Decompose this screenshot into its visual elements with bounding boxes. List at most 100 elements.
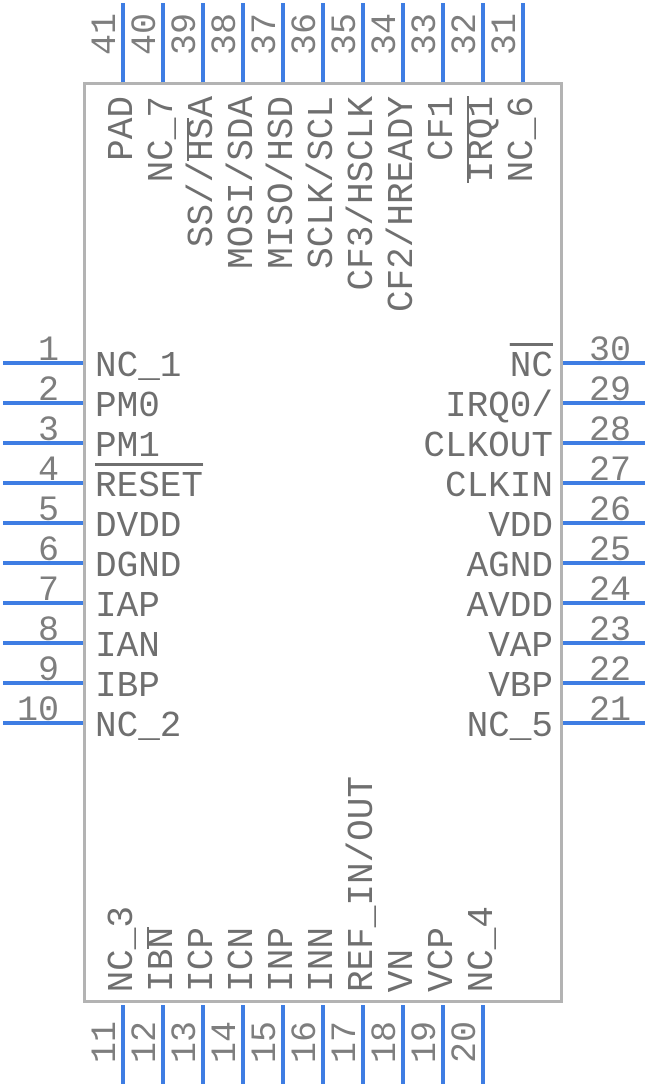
pin-number-24: 24 (589, 571, 632, 611)
pin-line-14 (240, 1005, 246, 1084)
pin-label-35: CF3/HSCLK (342, 96, 383, 291)
pin-label-40: NC_7 (142, 96, 183, 183)
pin-line-22 (563, 680, 645, 686)
pin-label-26: VDD (488, 506, 553, 547)
pin-number-21: 21 (589, 691, 632, 731)
pin-line-13 (200, 1005, 206, 1084)
pin-number-4: 4 (37, 451, 59, 491)
pin-number-39: 39 (166, 13, 206, 56)
pin-line-27 (563, 480, 645, 486)
pin-label-22: VBP (488, 666, 553, 707)
pin-line-8 (3, 640, 83, 646)
pin-number-16: 16 (286, 1021, 326, 1064)
pin-number-30: 30 (589, 331, 632, 371)
pin-line-21 (563, 720, 645, 726)
pin-label-36: SCLK/SCL (302, 96, 343, 269)
pin-label-29: IRQ0/ (444, 386, 553, 427)
pin-label-10: NC_2 (95, 706, 182, 747)
pin-line-36 (320, 3, 326, 82)
pin-label-16: INN (302, 927, 343, 992)
pin-line-39 (200, 3, 206, 82)
pin-line-33 (440, 3, 446, 82)
pin-line-12 (160, 1005, 166, 1084)
pin-label-23: VAP (488, 626, 553, 667)
pin-number-38: 38 (206, 13, 246, 56)
pin-label-32: IRQ1 (462, 96, 503, 183)
pin-label-21: NC_5 (466, 706, 553, 747)
pin-number-26: 26 (589, 491, 632, 531)
overline-text: RESET (95, 466, 204, 507)
pin-line-35 (360, 3, 366, 82)
pin-line-38 (240, 3, 246, 82)
pin-number-33: 33 (406, 13, 446, 56)
pin-number-18: 18 (366, 1021, 406, 1064)
pin-number-14: 14 (206, 1021, 246, 1064)
pin-line-3 (3, 440, 83, 446)
pin-line-19 (440, 1005, 446, 1084)
pin-line-17 (360, 1005, 366, 1084)
pin-line-10 (3, 720, 83, 726)
pin-label-overline-32 (466, 96, 469, 183)
pin-label-27: CLKIN (444, 466, 553, 507)
pin-line-23 (563, 640, 645, 646)
pin-line-11 (120, 1005, 126, 1084)
pin-line-34 (400, 3, 406, 82)
pin-label-2: PM0 (95, 386, 160, 427)
pin-line-29 (563, 400, 645, 406)
pin-line-31 (520, 3, 526, 82)
pin-number-35: 35 (326, 13, 366, 56)
pin-label-3: PM1 (95, 426, 160, 467)
pin-label-41: PAD (102, 96, 143, 161)
pin-number-41: 41 (86, 13, 126, 56)
pin-line-32 (480, 3, 486, 82)
pin-line-6 (3, 560, 83, 566)
pin-number-13: 13 (166, 1021, 206, 1064)
pin-label-25: AGND (466, 546, 553, 587)
pin-label-30: NC (510, 349, 553, 385)
pin-line-15 (280, 1005, 286, 1084)
pin-line-16 (320, 1005, 326, 1084)
pin-label-17: REF_IN/OUT (342, 775, 383, 992)
pin-number-34: 34 (366, 13, 406, 56)
pin-line-40 (160, 3, 166, 82)
pin-number-5: 5 (37, 491, 59, 531)
pin-label-37: MISO/HSD (262, 96, 303, 269)
pin-label-6: DGND (95, 546, 182, 587)
pin-label-31: NC_6 (502, 96, 543, 183)
component-body (83, 82, 563, 1003)
pin-number-23: 23 (589, 611, 632, 651)
pin-number-37: 37 (246, 13, 286, 56)
pin-number-22: 22 (589, 651, 632, 691)
pin-line-28 (563, 440, 645, 446)
pin-line-4 (3, 480, 83, 486)
pin-label-7: IAP (95, 586, 160, 627)
pin-number-32: 32 (446, 13, 486, 56)
pin-label-13: ICP (182, 927, 223, 992)
pin-number-31: 31 (486, 13, 526, 56)
pin-number-12: 12 (126, 1021, 166, 1064)
pin-label-overline-39 (186, 117, 189, 161)
pin-label-38: MOSI/SDA (222, 96, 263, 269)
pin-number-11: 11 (86, 1021, 126, 1064)
pin-label-33: CF1 (422, 96, 463, 161)
pin-label-11: NC_3 (102, 905, 143, 992)
pin-label-9: IBP (95, 666, 160, 707)
pin-line-25 (563, 560, 645, 566)
pin-number-28: 28 (589, 411, 632, 451)
pin-number-36: 36 (286, 13, 326, 56)
pin-number-8: 8 (37, 611, 59, 651)
pin-number-9: 9 (37, 651, 59, 691)
pin-label-15: INP (262, 927, 303, 992)
pin-label-34: CF2/HREADY (382, 96, 423, 313)
pin-number-7: 7 (37, 571, 59, 611)
pin-line-9 (3, 680, 83, 686)
pin-label-overline-12 (146, 926, 149, 949)
pin-number-27: 27 (589, 451, 632, 491)
overline-text: NC (509, 346, 553, 387)
pin-label-8: IAN (95, 626, 160, 667)
pin-line-30 (563, 360, 645, 366)
pin-number-15: 15 (246, 1021, 286, 1064)
pin-label-19: VCP (422, 927, 463, 992)
pin-number-20: 20 (446, 1021, 486, 1064)
